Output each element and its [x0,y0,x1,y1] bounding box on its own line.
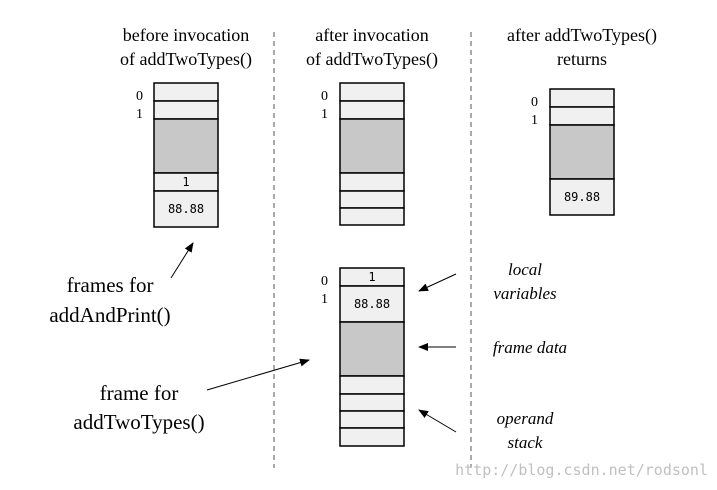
index-label-0: 0 [321,274,328,289]
stack-addtwotypes-frame [339,267,405,447]
arrow-to-addtwotypes-frame [206,358,310,391]
operand-slot [339,427,405,447]
header-col1-line2: of addTwoTypes() [120,49,252,70]
slot-1 [339,100,405,120]
index-label-1: 1 [321,107,328,122]
frame-data-block [549,124,615,180]
stack-before-invocation [153,82,219,228]
annotation-local-line1: local [508,260,542,279]
header-col2-line2: of addTwoTypes() [306,49,438,70]
index-label-1: 1 [531,113,538,128]
stack-after-invocation-top [339,82,405,226]
annotation-frame-data: frame data [493,338,567,357]
stack1-double-value: 88.88 [168,202,204,216]
frames-label-line1: frames for [67,273,154,297]
operand-slot [339,207,405,226]
header-col3-line2: returns [557,49,607,69]
index-label-0: 0 [136,89,143,104]
watermark-text: http://blog.csdn.net/rodsonl [455,461,708,479]
slot-0 [339,82,405,102]
stack1-int-value: 1 [182,175,189,189]
operand-slot [339,375,405,395]
frame-label-line2: addTwoTypes() [73,410,204,434]
stack3-double-value: 89.88 [564,190,600,204]
frame-data-block [339,118,405,174]
frames-label-line2: addAndPrint() [49,303,170,327]
slot-0 [153,82,219,102]
operand-slot-double [549,178,615,216]
header-col3-line1: after addTwoTypes() [507,25,657,46]
header-col1-line1: before invocation [123,25,249,45]
index-label-0: 0 [531,95,538,110]
operand-slot [339,393,405,412]
annotation-local-line2: variables [493,284,557,303]
operand-slot [339,172,405,192]
index-label-0: 0 [321,89,328,104]
frame-label-line1: frame for [100,381,179,405]
stack-after-return [549,88,615,216]
annotation-operand-line2: stack [508,433,543,452]
operand-slot-double [153,190,219,228]
arrow-local-variables [418,273,457,292]
operand-slot [339,190,405,209]
index-label-1: 1 [321,292,328,307]
arrow-to-addandprint-frames [170,242,194,279]
frame-data-block [153,118,219,174]
arrow-operand-stack [418,409,457,433]
frame-bottom-double-value: 88.88 [354,297,390,311]
slot-1 [549,106,615,126]
annotation-operand-line1: operand [497,409,554,428]
slot-1 [153,100,219,120]
slot-0 [549,88,615,108]
local-slot-1 [339,285,405,323]
index-label-1: 1 [136,107,143,122]
operand-slot [339,410,405,429]
frame-data-block [339,321,405,377]
header-col2-line1: after invocation [315,25,428,45]
frame-bottom-int-value: 1 [368,270,375,284]
